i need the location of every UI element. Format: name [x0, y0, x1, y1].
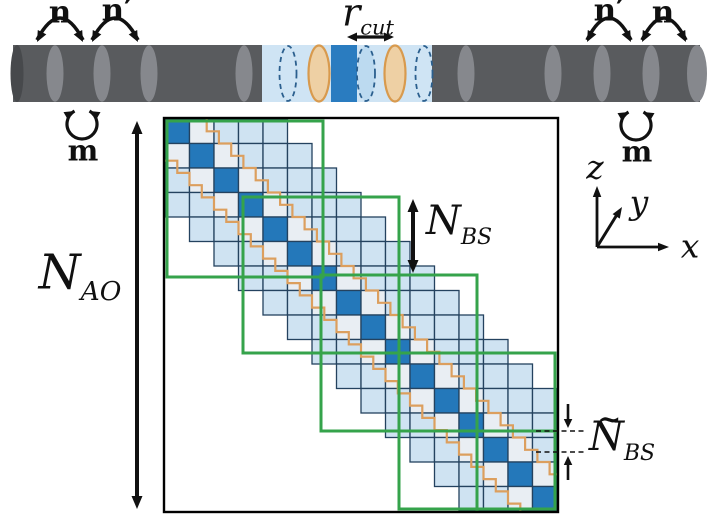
label-m-right: m: [621, 134, 653, 169]
label-axis-z: z: [586, 147, 604, 187]
green-blocks: [165, 119, 557, 511]
r-cut-arrow: [347, 32, 394, 42]
label-axis-y: y: [629, 182, 649, 222]
coordinate-axes: [592, 186, 669, 252]
label-n-bs: NBS: [425, 198, 493, 250]
label-n-left: n: [48, 0, 72, 31]
orange-staircase: [165, 119, 557, 511]
label-nprime-right: n′: [593, 0, 625, 29]
matrix-grid: [164, 118, 558, 512]
label-axis-x: x: [680, 226, 700, 266]
n-bs-tilde-marks: [536, 404, 584, 480]
label-nprime-left: n′: [101, 0, 133, 29]
label-n-ao: NAO: [38, 244, 122, 308]
segment-arc-arrows: [35, 16, 688, 42]
n-bs-arrow: [407, 199, 419, 273]
label-n-right: n: [651, 0, 675, 31]
matrix-border: [162, 116, 560, 514]
label-m-left: m: [67, 133, 99, 168]
n-ao-arrow: [131, 121, 143, 509]
label-n-bs-tilde: ~NBS: [588, 401, 656, 466]
cutoff-section: [262, 44, 434, 103]
rotation-arrows: [63, 109, 655, 142]
label-r-cut: rcut: [342, 0, 394, 40]
